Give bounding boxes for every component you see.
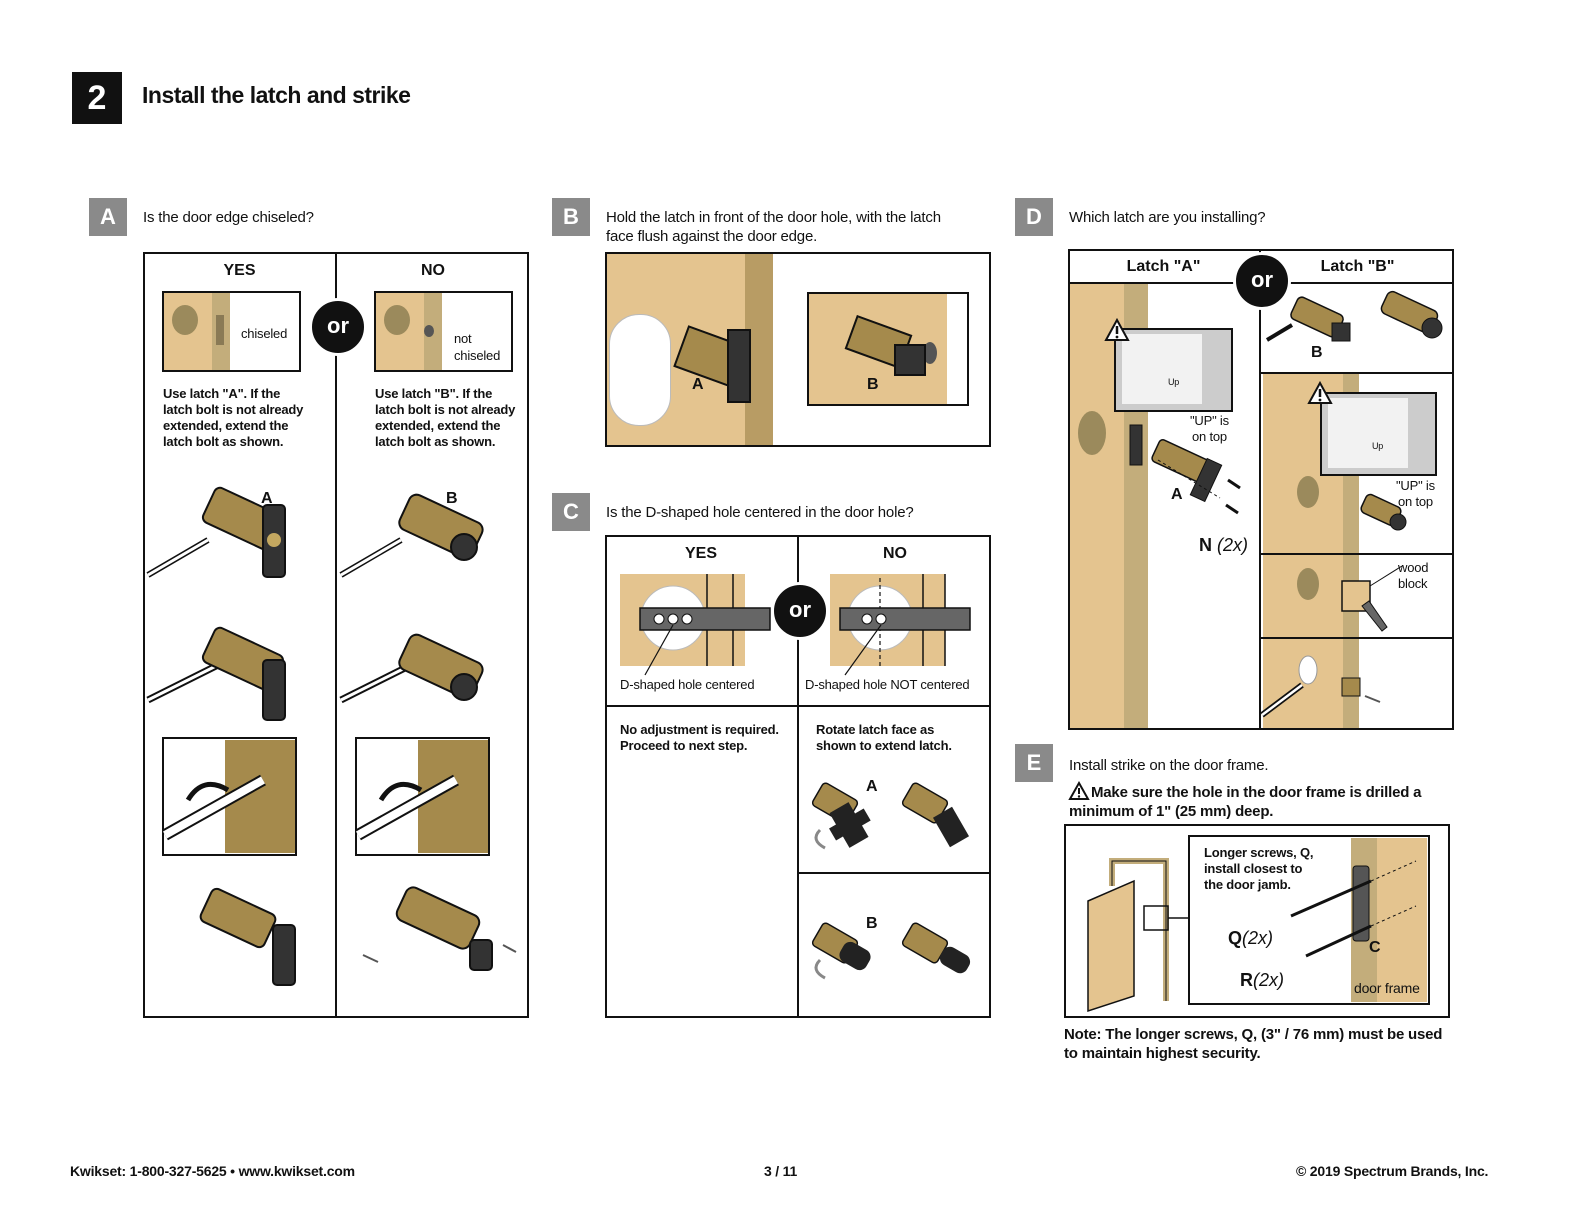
footer-contact: Kwikset: 1-800-327-5625 • www.kwikset.co… [70,1163,355,1179]
section-c-yes-header: YES [684,545,717,562]
section-d-wood-block-illustration [1297,565,1403,632]
section-d-row-3 [1261,637,1454,639]
section-a-no-header: NO [421,262,445,279]
latch-a-label: A [261,490,273,507]
section-c-rotate-illustrations [811,782,971,980]
section-c-question: Is the D-shaped hole centered in the doo… [606,504,914,521]
section-b-label-a: A [692,376,704,393]
section-c-yes-caption: D-shaped hole centered [620,677,755,692]
section-c-sub-divider [797,872,991,874]
section-a-latch-illustrations [146,486,517,986]
warning-icon [1104,317,1130,341]
section-c-no-header: NO [883,545,907,562]
section-d-row-2 [1261,553,1454,555]
section-c-label-b: B [866,915,878,932]
section-e-letter: E [1015,744,1053,782]
latch-b-label: B [446,490,458,507]
section-d-latch-b-header: Latch "B" [1320,258,1395,275]
warning-icon [1307,380,1333,404]
section-c-letter: C [552,493,590,531]
not-chiseled-illustration [374,291,513,372]
footer-copyright: © 2019 Spectrum Brands, Inc. [1296,1163,1489,1179]
section-a-divider [335,252,337,1018]
section-d-up-inset-a: Up [1114,328,1233,412]
section-d-latch-a-illustration [1129,424,1241,515]
section-d-letter: D [1015,198,1053,236]
section-d-latch-b-top [1265,290,1443,342]
step-number: 2 [72,72,122,124]
section-d-label-b: B [1311,344,1323,361]
section-c-hole-illustrations [620,574,971,676]
section-a-letter: A [89,198,127,236]
section-e-note: Note: The longer screws, Q, (3" / 76 mm)… [1064,1026,1443,1062]
section-e-panel [1064,824,1450,1018]
section-b-instruction: Hold the latch in front of the door hole… [606,209,941,245]
section-c-divider [797,535,799,1018]
section-e-instruction: Install strike on the door frame. [1069,757,1269,774]
step-title: Install the latch and strike [142,82,411,108]
section-a-yes-header: YES [223,262,256,279]
section-d-row-1 [1261,372,1454,374]
section-a-question: Is the door edge chiseled? [143,209,314,226]
section-b-panel [605,252,991,447]
section-d-or-badge: or [1233,252,1291,310]
section-d-screw-label: N (2x) [1199,535,1249,555]
section-c-no-caption: D-shaped hole NOT centered [805,677,970,692]
section-d-up-inset-b: Up [1320,392,1437,476]
chiseled-label: chiseled [241,326,288,341]
section-c-or-badge: or [771,582,829,640]
warning-icon [1068,780,1090,800]
section-b-letter: B [552,198,590,236]
section-e-warning: Make sure the hole in the door frame is … [1069,784,1422,820]
section-d-question: Which latch are you installing? [1069,209,1266,226]
section-c-label-a: A [866,778,878,795]
section-c-row-divider [605,705,991,707]
section-d-divider [1259,249,1261,730]
section-e-r-label: R(2x) [1240,970,1284,990]
section-e-q-label: Q(2x) [1228,928,1274,948]
section-d-latch-a-header: Latch "A" [1126,258,1201,275]
section-d-label-a: A [1171,486,1183,503]
section-e-c-label: C [1369,939,1381,956]
chiseled-illustration [162,291,301,372]
section-d-tap-illustration [1260,655,1381,718]
section-d-latch-b-install [1297,476,1407,531]
section-c-yes-text: No adjustment is required.Proceed to nex… [620,722,779,753]
section-e-door-frame-label: door frame [1354,980,1420,996]
section-a-or-badge: or [309,298,367,356]
not-chiseled-label-2: chiseled [454,348,501,363]
not-chiseled-label-1: not [454,331,472,346]
section-b-label-b: B [867,376,879,393]
footer-page-number: 3 / 11 [764,1163,798,1179]
